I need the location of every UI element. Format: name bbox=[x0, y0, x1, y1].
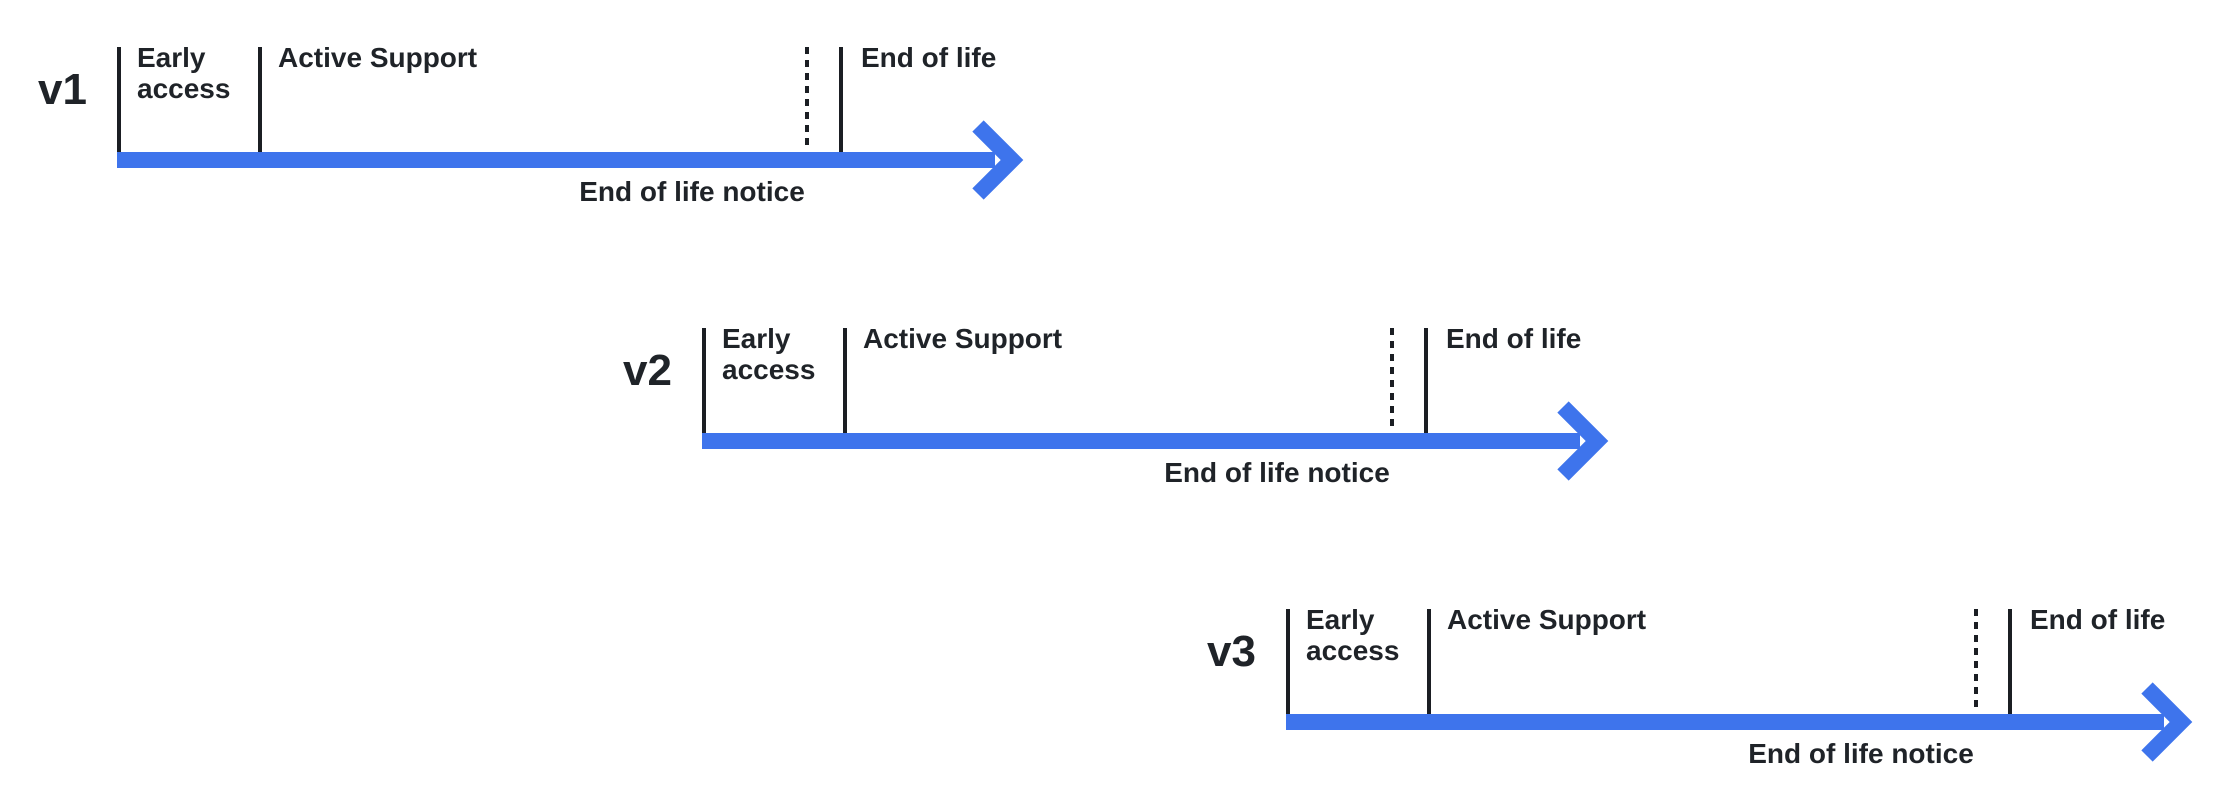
active-support-label: Active Support bbox=[278, 42, 478, 73]
active-support-start-tick bbox=[258, 47, 262, 153]
early-access-start-tick bbox=[117, 47, 121, 153]
arrowhead-icon bbox=[1557, 401, 1609, 481]
early-access-start-tick bbox=[1286, 609, 1290, 715]
early-access-label: Early access bbox=[722, 323, 816, 385]
early-access-label: Early access bbox=[1306, 604, 1400, 666]
timeline-row-v3: v3 Early access Active Support End of li… bbox=[1207, 604, 2206, 784]
end-of-life-label: End of life bbox=[861, 42, 997, 73]
timeline-row-v1: v1 Early access Active Support End of li… bbox=[38, 42, 1037, 222]
end-of-life-notice-label: End of life notice bbox=[579, 176, 805, 207]
timeline-arrow bbox=[117, 120, 1024, 200]
eol-notice-dashed-tick bbox=[805, 47, 809, 148]
eol-notice-dashed-tick bbox=[1974, 609, 1978, 710]
active-support-start-tick bbox=[1427, 609, 1431, 715]
end-of-life-notice-label: End of life notice bbox=[1164, 457, 1390, 488]
end-of-life-label: End of life bbox=[1446, 323, 1582, 354]
arrowhead-icon bbox=[2141, 682, 2193, 762]
end-of-life-tick bbox=[1424, 328, 1428, 434]
end-of-life-label: End of life bbox=[2030, 604, 2166, 635]
timeline-arrow bbox=[1286, 682, 2193, 762]
active-support-label: Active Support bbox=[863, 323, 1063, 354]
version-label: v1 bbox=[38, 65, 87, 114]
active-support-start-tick bbox=[843, 328, 847, 434]
version-label: v3 bbox=[1207, 627, 1256, 676]
arrowhead-icon bbox=[972, 120, 1024, 200]
timeline-arrow bbox=[702, 401, 1609, 481]
early-access-start-tick bbox=[702, 328, 706, 434]
version-label: v2 bbox=[623, 346, 672, 395]
active-support-label: Active Support bbox=[1447, 604, 1647, 635]
end-of-life-notice-label: End of life notice bbox=[1748, 738, 1974, 769]
end-of-life-tick bbox=[2008, 609, 2012, 715]
timeline-row-v2: v2 Early access Active Support End of li… bbox=[623, 323, 1622, 503]
end-of-life-tick bbox=[839, 47, 843, 153]
early-access-label: Early access bbox=[137, 42, 231, 104]
eol-notice-dashed-tick bbox=[1390, 328, 1394, 429]
